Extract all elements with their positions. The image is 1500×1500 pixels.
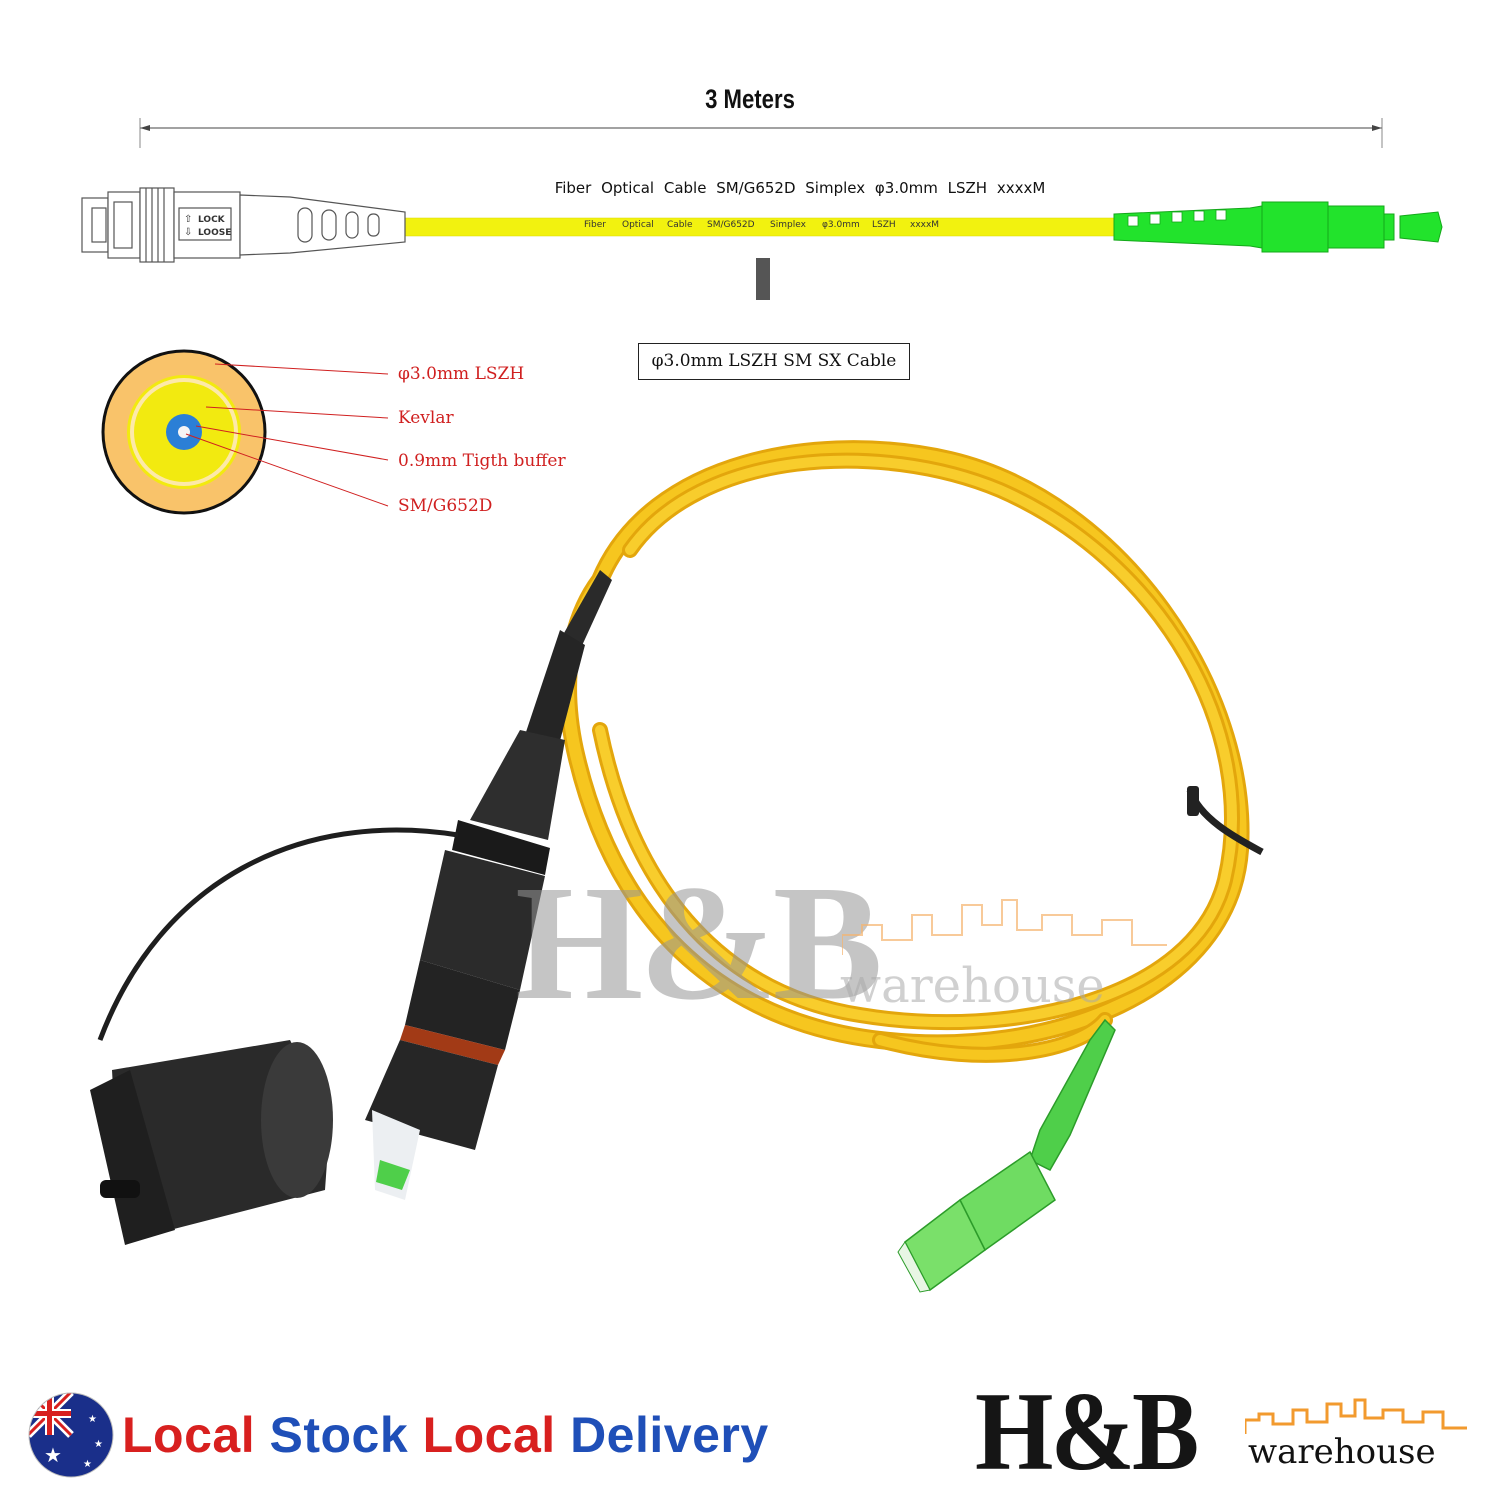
layer-label-lszh: φ3.0mm LSZH bbox=[398, 364, 525, 384]
svg-text:★: ★ bbox=[88, 1414, 97, 1425]
cross-section-diagram bbox=[101, 349, 389, 515]
zip-tie-head bbox=[1187, 786, 1199, 816]
watermark-skyline bbox=[842, 899, 1167, 955]
cable-print-word: Cable bbox=[667, 220, 693, 230]
watermark-sub: warehouse bbox=[840, 958, 1105, 1014]
promo-word-local-2: Local bbox=[422, 1407, 556, 1463]
brand-logo-name: H&B bbox=[975, 1370, 1199, 1494]
cable-jacket bbox=[404, 217, 1126, 237]
lock-label: LOCK bbox=[198, 215, 226, 225]
cable-print-word: SM/G652D bbox=[707, 220, 755, 230]
cable-print-word: Fiber bbox=[584, 220, 606, 230]
dust-cap bbox=[90, 1040, 333, 1245]
cable-print-word: LSZH bbox=[872, 220, 896, 230]
cable-print-word: φ3.0mm bbox=[822, 220, 860, 230]
down-arrow-icon bbox=[756, 258, 770, 300]
sc-apc-connector-drawing bbox=[1113, 201, 1443, 253]
outdoor-connector-drawing bbox=[81, 187, 406, 263]
svg-text:★: ★ bbox=[44, 1445, 62, 1467]
brand-logo-sub: warehouse bbox=[1248, 1432, 1436, 1472]
cable-print-word: Optical bbox=[622, 220, 654, 230]
svg-text:★: ★ bbox=[83, 1459, 92, 1470]
photo-outdoor-connector bbox=[365, 570, 612, 1200]
svg-text:★: ★ bbox=[94, 1439, 103, 1450]
layer-label-buffer: 0.9mm Tigth buffer bbox=[398, 451, 566, 471]
dimension-line bbox=[139, 118, 1383, 148]
promo-text: Local Stock Local Delivery bbox=[122, 1406, 769, 1464]
layer-label-kevlar: Kevlar bbox=[398, 408, 454, 428]
watermark-brand: H&B bbox=[515, 851, 883, 1034]
cross-section-fiber bbox=[178, 426, 190, 438]
brand-skyline-icon bbox=[1245, 1398, 1467, 1434]
cable-print-word: Simplex bbox=[770, 220, 806, 230]
leader-lines bbox=[185, 363, 389, 507]
photo-sc-connector bbox=[897, 1018, 1116, 1293]
loose-label: LOOSE bbox=[198, 228, 231, 238]
spec-box: φ3.0mm LSZH SM SX Cable bbox=[638, 343, 910, 380]
loose-arrow-icon: ⇩ bbox=[184, 227, 192, 238]
australia-flag-icon: ★ ★ ★ ★ bbox=[28, 1392, 114, 1478]
lanyard bbox=[97, 827, 459, 1041]
cable-print-word: xxxxM bbox=[910, 220, 940, 230]
promo-word-local: Local bbox=[122, 1407, 256, 1463]
diagram-top: LOCK LOOSE ⇧ ⇩ bbox=[81, 118, 1443, 300]
promo-word-stock: Stock bbox=[269, 1407, 409, 1463]
lock-arrow-icon: ⇧ bbox=[184, 214, 192, 225]
length-label: 3 Meters bbox=[705, 84, 795, 114]
cable-coil bbox=[559, 440, 1250, 1063]
boot-ribs bbox=[1127, 209, 1227, 227]
product-photo bbox=[90, 440, 1264, 1293]
layer-label-fiber: SM/G652D bbox=[398, 496, 493, 516]
promo-word-delivery: Delivery bbox=[570, 1407, 769, 1463]
cable-title: Fiber Optical Cable SM/G652D Simplex φ3.… bbox=[554, 179, 1046, 197]
